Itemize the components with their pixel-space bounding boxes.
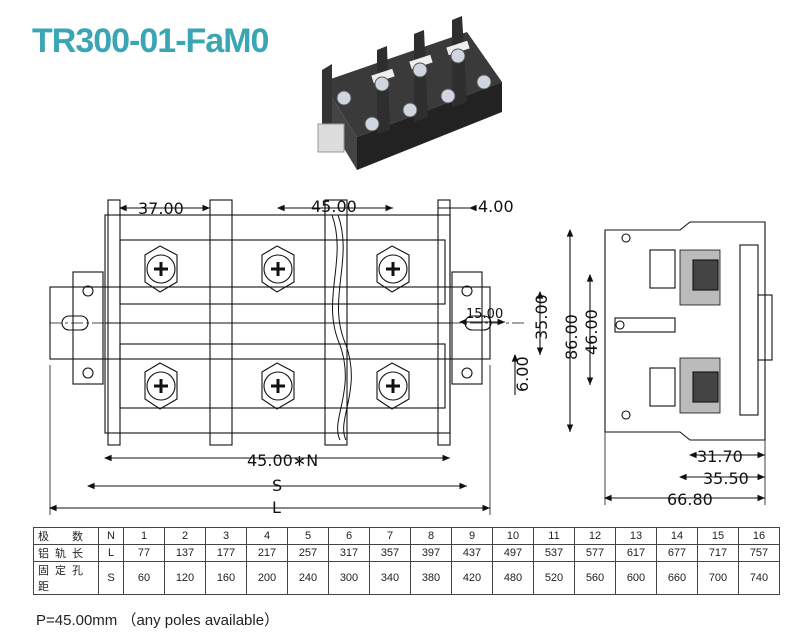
table-cell: 660 [656, 561, 698, 595]
dim-37: 37.00 [138, 199, 184, 218]
dim-s: S [272, 476, 282, 495]
table-cell: 10 [492, 527, 534, 545]
table-cell: 717 [697, 544, 739, 562]
table-cell: 757 [738, 544, 780, 562]
table-cell: 357 [369, 544, 411, 562]
table-cell: 9 [451, 527, 493, 545]
table-cell: 12 [574, 527, 616, 545]
table-cell: 420 [451, 561, 493, 595]
table-cell: 577 [574, 544, 616, 562]
row-symbol: N [98, 527, 124, 545]
table-cell: 437 [451, 544, 493, 562]
table-cell: 14 [656, 527, 698, 545]
table-cell: 217 [246, 544, 288, 562]
screw-row-bottom [144, 362, 410, 410]
table-cell: 497 [492, 544, 534, 562]
front-dim-labels: 37.00 45.00 4.00 15.00 45.00∗N S L 35.00… [138, 197, 551, 517]
front-view [48, 199, 544, 515]
table-cell: 15 [697, 527, 739, 545]
table-cell: 4 [246, 527, 288, 545]
dim-66-8: 66.80 [667, 490, 713, 509]
table-cell: 1 [123, 527, 165, 545]
pitch-note: P=45.00mm （any poles available） [36, 612, 280, 629]
row-symbol: S [98, 561, 124, 595]
dim-l: L [272, 498, 281, 517]
table-cell: 8 [410, 527, 452, 545]
table-cell: 340 [369, 561, 411, 595]
table-cell: 240 [287, 561, 329, 595]
table-cell: 6 [328, 527, 370, 545]
side-view [566, 221, 773, 505]
table-cell: 677 [656, 544, 698, 562]
dim-15: 15.00 [466, 307, 503, 322]
terminal-block-image [317, 16, 502, 170]
table-cell: 77 [123, 544, 165, 562]
table-cell: 617 [615, 544, 657, 562]
dim-6: 6.00 [513, 356, 532, 392]
table-cell: 300 [328, 561, 370, 595]
dim-86: 86.00 [562, 314, 581, 360]
table-cell: 120 [164, 561, 206, 595]
table-cell: 317 [328, 544, 370, 562]
technical-drawing: 37.00 45.00 4.00 15.00 45.00∗N S L 35.00… [48, 197, 773, 517]
dim-35-5: 35.50 [703, 469, 749, 488]
table-cell: 380 [410, 561, 452, 595]
table-cell: 397 [410, 544, 452, 562]
table-cell: 137 [164, 544, 206, 562]
row-label: 极 数 [33, 527, 99, 545]
dim-31-7: 31.70 [697, 447, 743, 466]
table-cell: 600 [615, 561, 657, 595]
dim-4: 4.00 [478, 197, 514, 216]
side-dim-labels: 86.00 46.00 31.70 35.50 66.80 [562, 309, 749, 509]
screw-row-top [144, 245, 410, 293]
row-label: 铝轨长 [33, 544, 99, 562]
table-cell: 16 [738, 527, 780, 545]
product-title: TR300-01-FaM0 [32, 22, 269, 60]
table-cell: 60 [123, 561, 165, 595]
table-cell: 13 [615, 527, 657, 545]
row-symbol: L [98, 544, 124, 562]
dim-pitch: 45.00∗N [247, 451, 318, 470]
table-cell: 700 [697, 561, 739, 595]
dim-45: 45.00 [311, 197, 357, 216]
table-cell: 520 [533, 561, 575, 595]
table-cell: 480 [492, 561, 534, 595]
table-cell: 11 [533, 527, 575, 545]
table-cell: 740 [738, 561, 780, 595]
table-cell: 160 [205, 561, 247, 595]
dim-46: 46.00 [582, 309, 601, 355]
table-cell: 200 [246, 561, 288, 595]
row-label: 固定孔距 [33, 561, 99, 595]
table-cell: 7 [369, 527, 411, 545]
dim-35: 35.00 [532, 294, 551, 340]
table-cell: 5 [287, 527, 329, 545]
product-photo [317, 16, 502, 170]
table-cell: 537 [533, 544, 575, 562]
table-cell: 257 [287, 544, 329, 562]
table-cell: 177 [205, 544, 247, 562]
table-cell: 2 [164, 527, 206, 545]
table-cell: 3 [205, 527, 247, 545]
table-cell: 560 [574, 561, 616, 595]
